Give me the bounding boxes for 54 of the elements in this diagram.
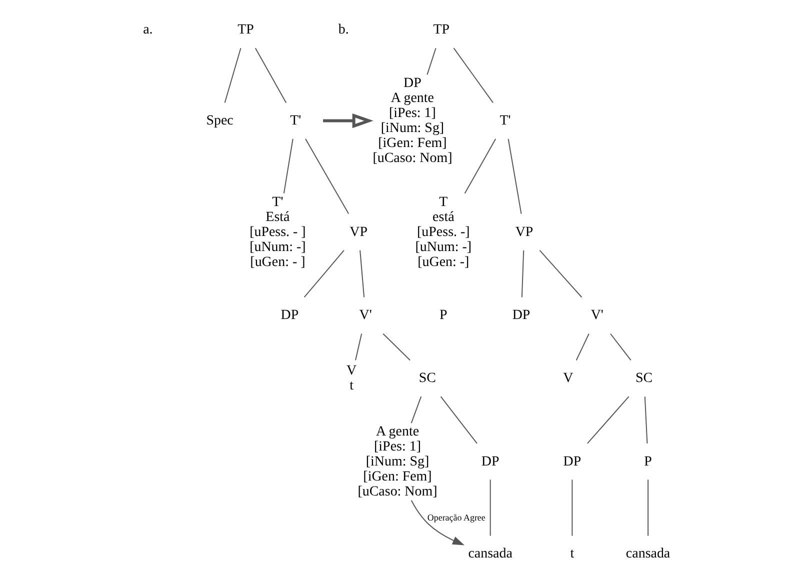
node-text: T' xyxy=(500,114,511,128)
connector xyxy=(576,333,590,361)
connector xyxy=(355,333,362,361)
node-text: T' Está [uPess. - ] [uNum: -] [uGen: - ] xyxy=(250,194,306,270)
node-text: SC xyxy=(636,371,653,386)
connector xyxy=(521,250,524,298)
node-text: DP A gente [iPes: 1] [iNum: Sg] [iGen: Fem] [uCaso: Nom] xyxy=(372,76,452,166)
node-text: P xyxy=(644,454,652,470)
connector xyxy=(644,396,648,444)
connector xyxy=(254,48,287,104)
node-text: TP xyxy=(433,22,450,38)
connector xyxy=(224,48,242,104)
node-text: TP xyxy=(238,22,254,38)
connector xyxy=(586,396,630,444)
arrow xyxy=(410,500,465,546)
node-text: VP xyxy=(515,224,534,240)
node-text: T está [uPess. -] [uNum: -] [uGen: -] xyxy=(415,194,472,270)
node-text: A gente [iPes: 1] [iNum: Sg] [iGen: Fem] [uCaso: Nom] xyxy=(358,424,438,500)
label: P xyxy=(440,308,448,324)
node-text: V' xyxy=(359,308,372,324)
node-text: t xyxy=(570,546,574,562)
node-text: V t xyxy=(346,364,357,394)
connector xyxy=(539,250,582,298)
node-text: DP xyxy=(563,454,582,470)
node-text: DP xyxy=(280,308,299,324)
connector xyxy=(440,396,478,444)
connector xyxy=(410,396,422,424)
connector xyxy=(283,138,294,194)
label: a. xyxy=(143,22,153,38)
edge-label: Operação Agree xyxy=(427,512,486,522)
node-text: V' xyxy=(590,308,604,324)
connector xyxy=(453,48,494,104)
connector xyxy=(304,250,344,298)
node-text: DP xyxy=(481,454,500,470)
connector xyxy=(426,48,436,76)
connector xyxy=(305,138,350,214)
node-text: cansada xyxy=(626,546,670,562)
label: b. xyxy=(338,22,349,38)
node-text: cansada xyxy=(468,546,512,562)
node-text: SC xyxy=(418,371,436,386)
node-text: VP xyxy=(350,224,368,240)
connector xyxy=(610,333,632,361)
node-text: T' xyxy=(290,114,302,128)
connector xyxy=(572,479,573,536)
node-text: Spec xyxy=(206,114,234,128)
connector xyxy=(382,333,411,361)
arrow xyxy=(323,113,374,128)
node-text: DP xyxy=(512,308,530,324)
connector xyxy=(508,138,522,214)
connector xyxy=(648,479,649,536)
connector xyxy=(360,250,365,298)
connector xyxy=(464,138,496,194)
connector xyxy=(490,479,491,536)
node-text: V xyxy=(563,371,574,386)
